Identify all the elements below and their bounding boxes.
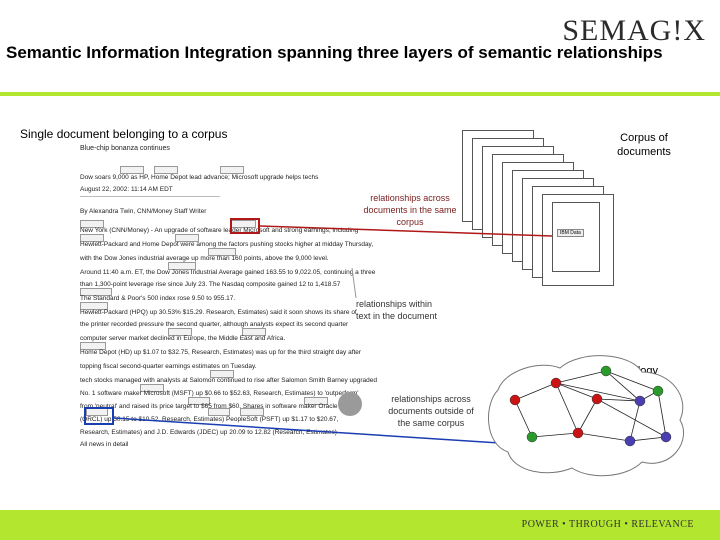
ontology-node [634,395,646,407]
document-line: Hewlett-Packard (HPQ) up 30.53% $15.29. … [80,309,357,316]
entity-tag [140,384,164,392]
document-line: than 1,300-point leverage rise since Jul… [80,281,341,288]
entity-tag [242,328,266,336]
document-line: New York (CNN/Money) - An upgrade of sof… [80,227,359,234]
footer-tagline: POWER • THROUGH • RELEVANCE [521,519,694,530]
entity-tag [120,166,144,174]
document-line: the printer recorded pressure the second… [80,321,349,328]
document-line: topping fiscal second-quarter earnings e… [80,363,257,370]
entity-tag [80,234,104,242]
document-line: computer server market declined in Europ… [80,335,286,342]
document-line: The Standard & Poor's 500 index rose 9.5… [80,295,236,302]
ibm-data-mini-label: IBM Data [557,229,584,237]
corpus-relationship-highlight [230,218,260,234]
document-line: Research, Estimates) and J.D. Edwards (J… [80,429,337,436]
entity-tag [168,328,192,336]
entity-tag [240,408,264,416]
entity-tag [168,262,196,270]
entity-tag [188,397,210,405]
document-line: No. 1 software maker Microsoft (MSFT) up… [80,390,359,397]
document-line: Around 11:40 a.m. ET, the Dow Jones Indu… [80,269,376,276]
ontology-label: Ontology [614,365,659,377]
document-line: (ORCL) up 50.15 to $10.52, Research, Est… [80,416,339,423]
corpus-front-page: IBM Data [552,202,600,272]
document-line: Home Depot (HD) up $1.07 to $32.75, Rese… [80,349,362,356]
single-document-label: Single document belonging to a corpus [20,127,228,141]
entity-tag [175,234,199,242]
entity-tag [220,166,244,174]
semagix-logo: SEMAG!X [562,14,706,47]
ontology-node [591,393,603,405]
entity-tag [208,248,236,256]
ontology-node [550,377,562,389]
entity-tag [304,397,328,405]
document-line: By Alexandra Twin, CNN/Money Staff Write… [80,208,207,215]
document-line: from 'neutral' and raised its price targ… [80,403,338,410]
ontology-node [600,365,612,377]
footer-bar [0,510,720,540]
external-relationship-highlight [84,407,114,425]
ontology-node [572,427,584,439]
document-line: August 22, 2002: 11:14 AM EDT [80,186,173,193]
computer-icon [338,392,362,416]
slide-title: Semantic Information Integration spannin… [6,43,663,62]
ontology-node [624,435,636,447]
corpus-label: Corpus of documents [617,132,671,158]
document-line: All news in detail [80,441,129,448]
document-line: Hewlett-Packard and Home Depot were amon… [80,241,374,248]
relationships-within-document-label: relationships within text in the documen… [356,299,438,321]
ontology-node [652,385,664,397]
entity-tag [210,370,234,378]
document-line: with the Dow Jones industrial average up… [80,255,329,262]
relationships-across-corpus-label: relationships across documents in the sa… [363,193,457,227]
document-line: tech stocks managed with analysts at Sal… [80,377,377,384]
document-line: Dow soars 9,000 as HP, Home Depot lead a… [80,174,319,181]
title-divider [0,92,720,96]
database-highlight [514,430,538,450]
document-rule [80,196,220,197]
ontology-node [509,394,521,406]
relationships-outside-corpus-label: relationships across documents outside o… [388,394,474,428]
document-headline: Blue-chip bonanza continues [80,145,170,152]
document-excerpt: Blue-chip bonanza continues Dow soars 9,… [80,142,377,448]
databases-label: Databases [510,451,554,461]
entity-tag [154,166,178,174]
entity-tag [80,342,106,350]
entity-tag [80,220,104,228]
entity-tag [80,302,108,310]
ontology-node [660,431,672,443]
entity-tag [208,408,230,416]
entity-tag [80,288,112,296]
